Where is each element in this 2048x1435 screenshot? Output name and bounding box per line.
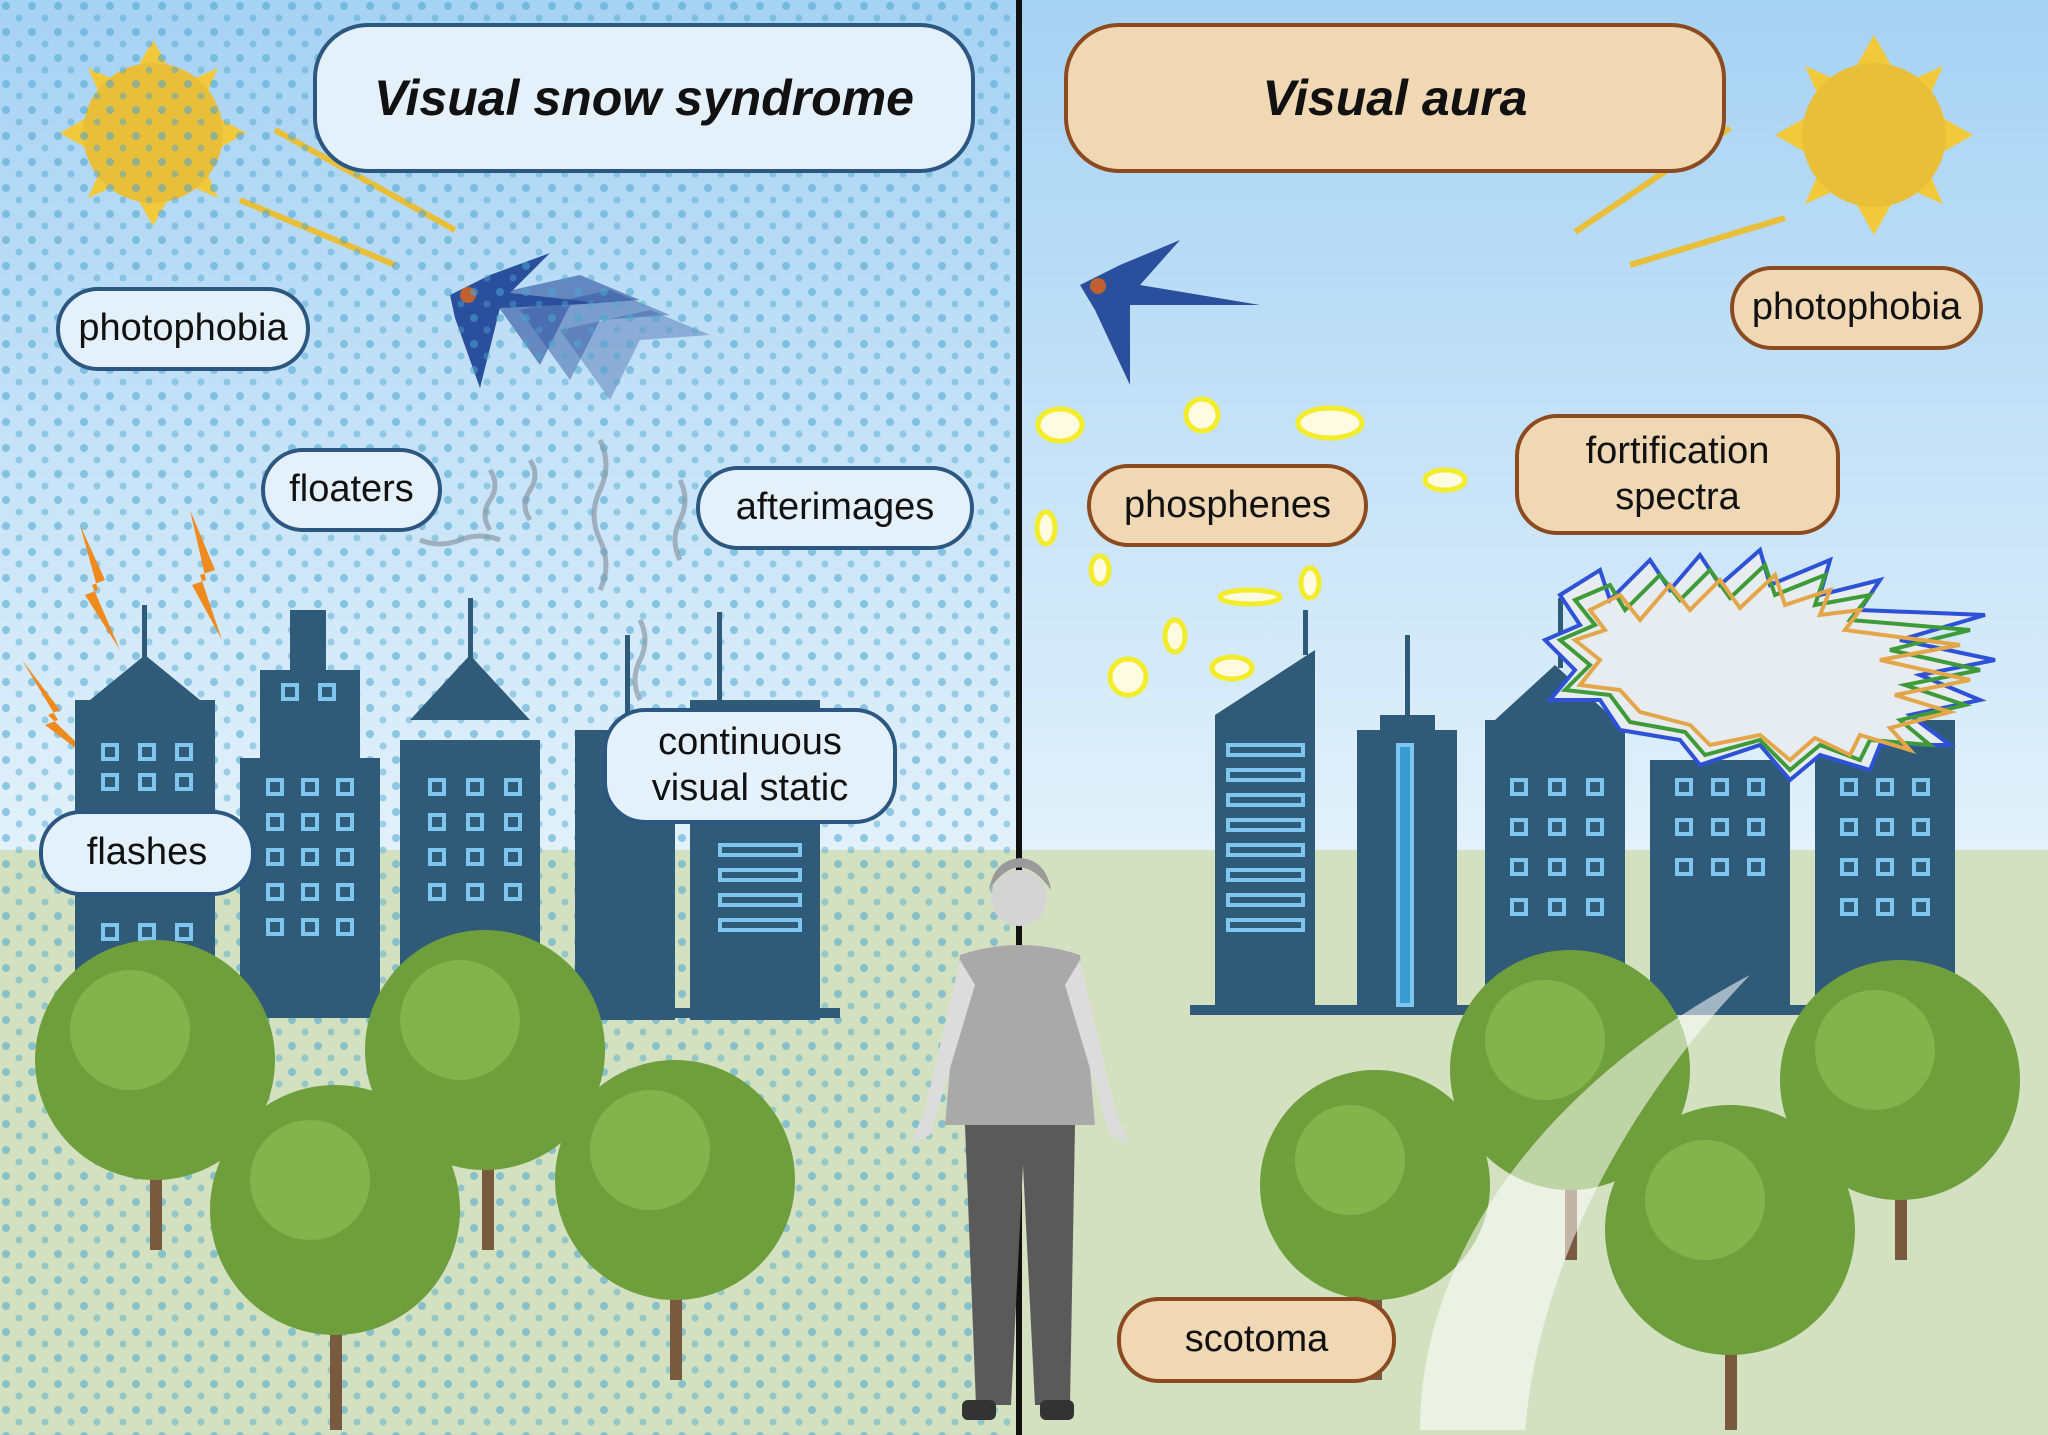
label-continuous-visual-static: continuous visual static <box>603 708 897 824</box>
label-scotoma: scotoma <box>1117 1297 1396 1383</box>
label-photophobia-left: photophobia <box>56 287 310 371</box>
visual-snow-syndrome-title: Visual snow syndrome <box>313 23 975 173</box>
panel-divider <box>1016 0 1022 1435</box>
sun-icon <box>1573 35 1973 268</box>
label-fortification-spectra: fortification spectra <box>1515 414 1840 535</box>
label-flashes: flashes <box>39 810 255 896</box>
building-windows-left <box>101 683 802 941</box>
trees-right <box>1260 950 2020 1430</box>
floaters-squiggles <box>419 438 688 702</box>
swallow-icon <box>1080 240 1260 385</box>
person-figure <box>910 858 1130 1420</box>
scotoma-arc <box>1420 975 1750 1430</box>
building-windows-right <box>1226 743 1930 1007</box>
label-phosphenes: phosphenes <box>1087 464 1368 547</box>
label-photophobia-right: photophobia <box>1730 266 1983 350</box>
lightning-icon <box>22 510 222 770</box>
trees-left <box>35 930 795 1430</box>
phosphenes-icon <box>1034 396 1468 698</box>
label-floaters: floaters <box>261 448 442 532</box>
label-afterimages: afterimages <box>696 466 974 550</box>
fortification-spectra-icon <box>1541 546 1996 783</box>
visual-aura-title: Visual aura <box>1064 23 1726 173</box>
